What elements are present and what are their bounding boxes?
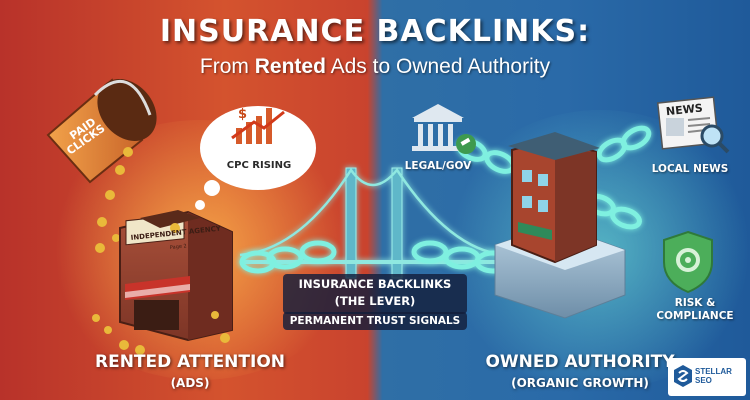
svg-text:$: $ [238, 107, 247, 122]
local-news-label: LOCAL NEWS [651, 163, 729, 175]
lever-label: INSURANCE BACKLINKS (THE LEVER) [283, 274, 467, 314]
courthouse-icon [412, 104, 476, 154]
owned-authority-building [494, 132, 626, 319]
legal-gov-label: LEGAL/GOV [404, 160, 472, 172]
lever-line2: (THE LEVER) [334, 294, 416, 308]
subtitle-suffix: Ads to Owned Authority [330, 55, 551, 78]
brand-text: STELLAR SEO [695, 367, 732, 385]
owned-authority-label: OWNED AUTHORITY [485, 352, 675, 372]
main-title: INSURANCE BACKLINKS: [159, 14, 591, 49]
risk-label-line1: RISK & [674, 297, 716, 309]
shield-gear-icon [663, 230, 713, 294]
brand-line2: SEO [695, 376, 712, 385]
independent-agency-building: INDEPENDENT AGENCY Page 2 [92, 210, 233, 355]
trust-signals-label: PERMANENT TRUST SIGNALS [283, 312, 467, 330]
cpc-thought-bubble: $ [195, 106, 316, 210]
newspaper-icon: NEWS [656, 96, 730, 154]
rented-attention-label: RENTED ATTENTION [94, 352, 286, 372]
owned-authority-sublabel: (ORGANIC GROWTH) [511, 376, 649, 390]
subtitle-emphasis: Rented [254, 55, 326, 78]
subtitle: From Rented Ads to Owned Authority [0, 55, 750, 79]
paid-clicks-bucket: PAID CLICKS [46, 78, 157, 253]
cpc-rising-label: CPC RISING [226, 160, 292, 171]
brand-logo: STELLAR SEO [668, 358, 746, 396]
risk-label-line2: COMPLIANCE [656, 310, 734, 322]
bridge [239, 167, 506, 279]
lever-line1: INSURANCE BACKLINKS [298, 277, 452, 291]
building-sign-small: Page 2 [170, 243, 187, 251]
subtitle-prefix: From [199, 55, 249, 78]
newspaper-header: NEWS [665, 101, 703, 118]
stellar-logo-icon [674, 365, 692, 387]
rented-attention-sublabel: (ADS) [170, 376, 210, 390]
risk-compliance-label: RISK & COMPLIANCE [650, 297, 740, 323]
brand-line1: STELLAR [695, 367, 732, 376]
